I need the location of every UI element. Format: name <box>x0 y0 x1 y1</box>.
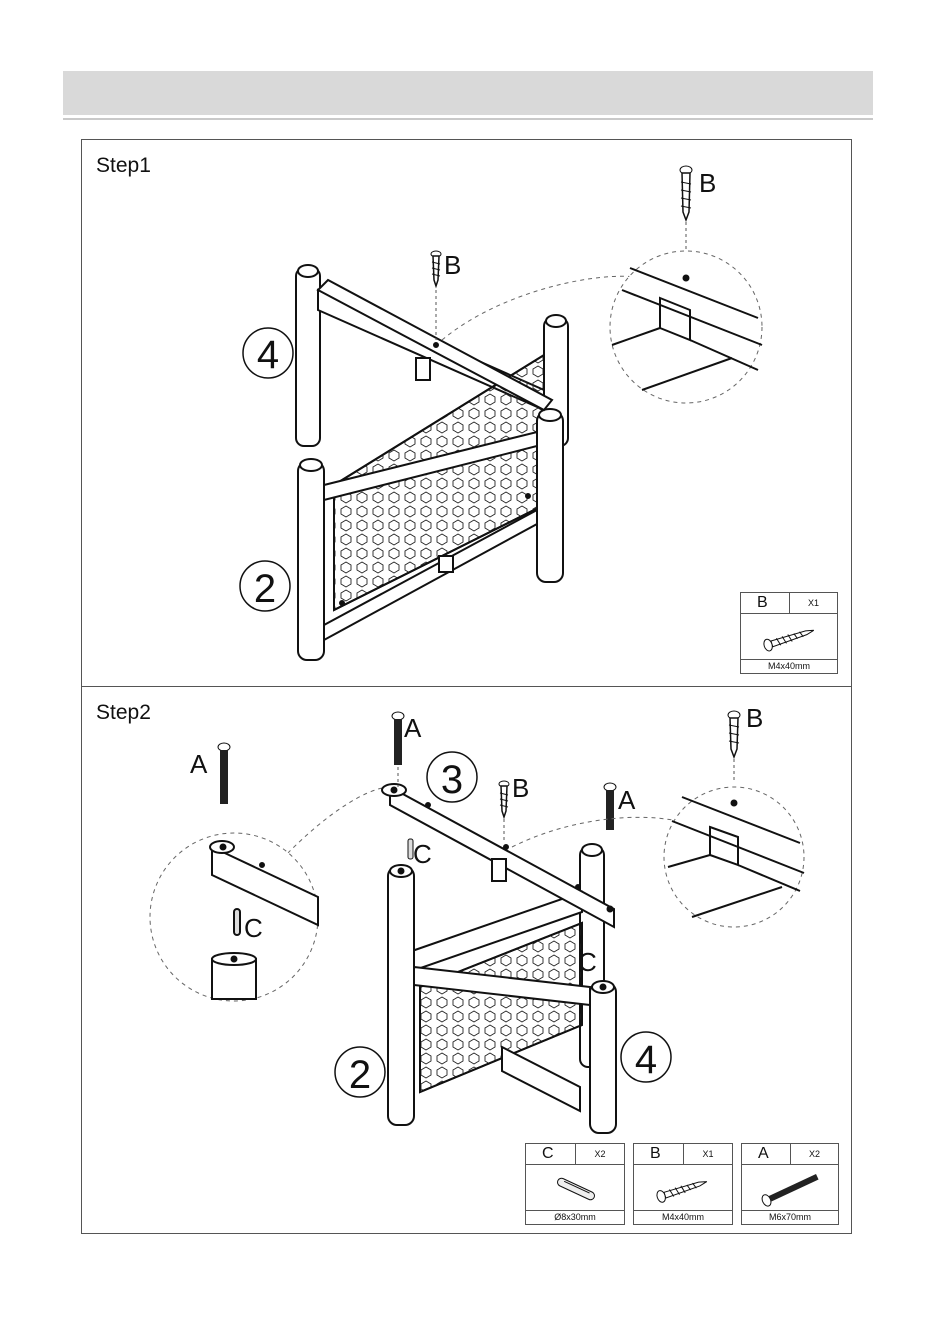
svg-text:2: 2 <box>254 567 276 611</box>
part-number-2: 2 <box>335 1047 385 1097</box>
callout-a-left: A <box>190 749 208 779</box>
callout-a-right: A <box>618 785 636 815</box>
parts-box-a: A X2 M6x70mm <box>741 1143 839 1225</box>
svg-text:3: 3 <box>441 758 463 802</box>
callout-c-center: C <box>413 839 432 869</box>
header-bar <box>63 71 873 115</box>
bolt-a-right-icon <box>604 783 616 830</box>
part-letter: A <box>758 1145 769 1163</box>
parts-box-c: C X2 Ø8x30mm <box>525 1143 625 1225</box>
part-qty: X2 <box>790 1144 838 1164</box>
wood-screw-icon <box>634 1165 734 1213</box>
bolt-icon <box>742 1165 840 1213</box>
callout-c-left: C <box>244 913 263 943</box>
callout-b-top-right: B <box>746 703 763 733</box>
part-number-4: 4 <box>621 1032 671 1082</box>
screw-b-top-right-icon <box>728 711 740 783</box>
part-letter: B <box>757 594 768 612</box>
detail-magnifier-right <box>664 787 804 927</box>
svg-text:4: 4 <box>257 333 279 377</box>
part-spec: M4x40mm <box>741 659 837 673</box>
svg-text:2: 2 <box>349 1053 371 1097</box>
part-spec: M6x70mm <box>742 1210 838 1224</box>
detail-magnifier <box>610 251 762 403</box>
callout-c-right: C <box>578 947 597 977</box>
part-qty: X1 <box>683 1144 732 1164</box>
callout-b-center: B <box>512 773 529 803</box>
callout-b-top-right: B <box>699 168 716 198</box>
header-divider <box>63 118 873 120</box>
parts-box-b: B X1 M4x40mm <box>740 592 838 674</box>
svg-text:4: 4 <box>635 1038 657 1082</box>
screw-b-center-icon <box>431 251 441 340</box>
step2-illustration: C A <box>82 687 853 1235</box>
parts-box-b: B X1 M4x40mm <box>633 1143 733 1225</box>
part-spec: Ø8x30mm <box>526 1210 624 1224</box>
part-qty: X2 <box>575 1144 624 1164</box>
part-qty: X1 <box>789 593 837 613</box>
wood-screw-icon <box>741 614 839 662</box>
bolt-a-left-icon <box>218 743 230 804</box>
part-number-2: 2 <box>240 561 290 611</box>
part-spec: M4x40mm <box>634 1210 732 1224</box>
part-letter: B <box>650 1145 661 1163</box>
screw-b-center-icon <box>499 781 509 843</box>
callout-a-top: A <box>404 713 422 743</box>
step1-illustration: B B 4 2 <box>82 140 853 688</box>
callout-b-center: B <box>444 250 461 280</box>
part-number-4: 4 <box>243 328 293 378</box>
step1-panel: Step1 <box>81 139 852 687</box>
bolt-a-top-icon <box>392 712 404 787</box>
part-number-3: 3 <box>427 752 477 802</box>
part-letter: C <box>542 1145 554 1163</box>
dowel-icon <box>526 1165 626 1213</box>
step2-panel: Step2 C A <box>81 686 852 1234</box>
